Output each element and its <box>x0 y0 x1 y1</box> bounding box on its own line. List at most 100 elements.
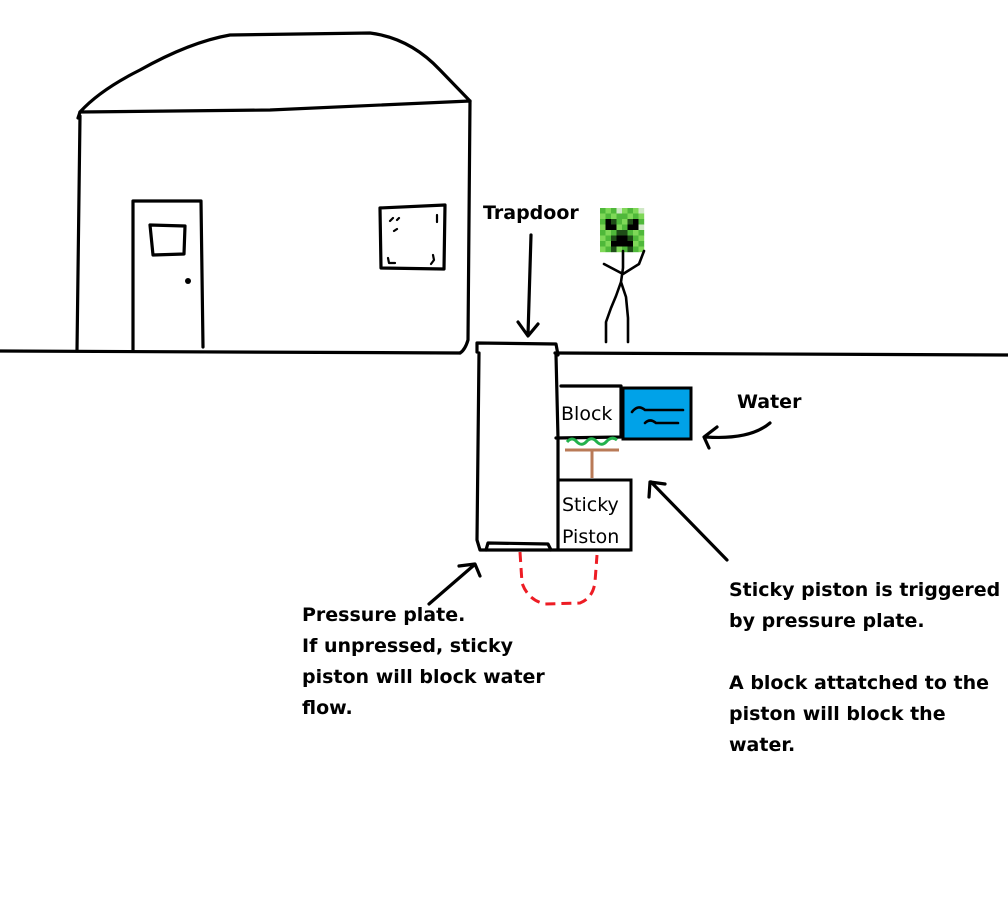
creeper-face-pixel <box>633 219 639 225</box>
creeper-face-pixel <box>611 224 617 231</box>
creeper-face-pixel <box>633 246 639 253</box>
note-line: water. <box>729 734 796 756</box>
creeper-face-pixel <box>633 208 639 214</box>
creeper-face-pixel <box>616 208 623 214</box>
creeper-face-pixel <box>605 246 612 253</box>
creeper-face-pixel <box>638 241 645 247</box>
slime-layer <box>565 436 618 446</box>
creeper-face-pixel <box>616 246 623 253</box>
piston-arm <box>565 448 619 478</box>
creeper-face-pixel <box>633 213 639 220</box>
creeper-face-pixel <box>627 224 634 231</box>
creeper-body <box>602 249 646 344</box>
sticky-piston-label-line1: Sticky <box>562 494 619 516</box>
creeper-face-pixel <box>627 235 634 242</box>
trapdoor-label: Trapdoor <box>483 202 579 224</box>
creeper <box>600 208 645 253</box>
creeper-face-pixel <box>638 246 645 253</box>
creeper-face-pixel <box>622 224 628 231</box>
creeper-face-pixel <box>638 208 645 214</box>
door <box>131 199 205 353</box>
creeper-face-pixel <box>600 213 606 220</box>
creeper-face-pixel <box>600 224 606 231</box>
creeper-face-pixel <box>605 235 612 242</box>
creeper-face-pixel <box>622 219 628 225</box>
water-arrow <box>702 421 772 450</box>
door-window <box>148 223 187 257</box>
creeper-face-pixel <box>611 246 617 253</box>
creeper-face-pixel <box>638 224 645 231</box>
ground-line-right <box>553 351 1008 357</box>
creeper-face-pixel <box>627 219 634 225</box>
creeper-face-pixel <box>600 246 606 253</box>
creeper-face-pixel <box>616 224 623 231</box>
creeper-face-pixel <box>638 213 645 220</box>
creeper-face-pixel <box>627 241 634 247</box>
note-line: A block attatched to the <box>729 672 990 694</box>
redstone-wire <box>518 551 599 606</box>
trapdoor <box>475 341 560 357</box>
creeper-face-pixel <box>627 208 634 214</box>
creeper-face-pixel <box>605 224 612 231</box>
door-knob <box>185 278 191 284</box>
creeper-face-pixel <box>600 235 606 242</box>
creeper-face-pixel <box>611 208 617 214</box>
block-label: Block <box>561 403 613 425</box>
creeper-face-pixel <box>622 213 628 220</box>
house-walls <box>75 99 472 355</box>
trapdoor-arrow <box>516 233 540 338</box>
creeper-face-pixel <box>600 241 606 247</box>
sticky-piston-label-line2: Piston <box>562 526 620 548</box>
creeper-face-pixel <box>633 235 639 242</box>
creeper-face-pixel <box>622 241 628 247</box>
pressure-plate-note: Pressure plate. If unpressed, sticky pis… <box>302 600 545 724</box>
creeper-face-pixel <box>616 230 623 236</box>
creeper-face-pixel <box>627 246 634 253</box>
creeper-face-pixel <box>633 241 639 247</box>
creeper-face-pixel <box>638 219 645 225</box>
note-line: Sticky piston is triggered <box>729 579 1001 601</box>
creeper-face-pixel <box>638 235 645 242</box>
creeper-face-pixel <box>611 213 617 220</box>
sticky-piston <box>556 478 633 552</box>
pressure-plate <box>484 541 553 552</box>
note-line: by pressure plate. <box>729 610 925 632</box>
creeper-face-pixel <box>616 213 623 220</box>
creeper-face-pixel <box>622 235 628 242</box>
house-roof <box>78 31 472 114</box>
house <box>75 31 472 355</box>
creeper-face-pixel <box>605 219 612 225</box>
water-wave-icon <box>630 406 685 425</box>
creeper-face-pixel <box>622 246 628 253</box>
creeper-face-pixel <box>616 235 623 242</box>
creeper-face-pixel <box>622 208 628 214</box>
piston-note: Sticky piston is triggered by pressure p… <box>729 575 1000 761</box>
creeper-face-pixel <box>605 230 612 236</box>
creeper-face-pixel <box>627 230 634 236</box>
creeper-face-pixel <box>611 235 617 242</box>
creeper-face-pixel <box>605 213 612 220</box>
block <box>554 384 623 440</box>
creeper-face-pixel <box>622 230 628 236</box>
creeper-face-pixel <box>611 230 617 236</box>
note-line: piston will block water <box>302 666 545 688</box>
creeper-face-pixel <box>600 208 606 214</box>
creeper-face-pixel <box>605 241 612 247</box>
creeper-face-pixel <box>638 230 645 236</box>
note-line: Pressure plate. <box>302 604 466 626</box>
note-line: piston will block the <box>729 703 946 725</box>
creeper-face-pixel <box>627 213 634 220</box>
ground-line-left <box>0 349 462 355</box>
note-line: flow. <box>302 697 353 719</box>
note-line: If unpressed, sticky <box>302 635 513 657</box>
creeper-face-pixel <box>616 219 623 225</box>
water-label: Water <box>737 391 802 413</box>
house-window <box>378 203 447 271</box>
creeper-face-pixel <box>633 224 639 231</box>
creeper-face-pixel <box>611 241 617 247</box>
creeper-face-pixel <box>600 219 606 225</box>
water-block <box>621 386 693 441</box>
note-line <box>729 637 1000 668</box>
creeper-face-pixel <box>605 208 612 214</box>
